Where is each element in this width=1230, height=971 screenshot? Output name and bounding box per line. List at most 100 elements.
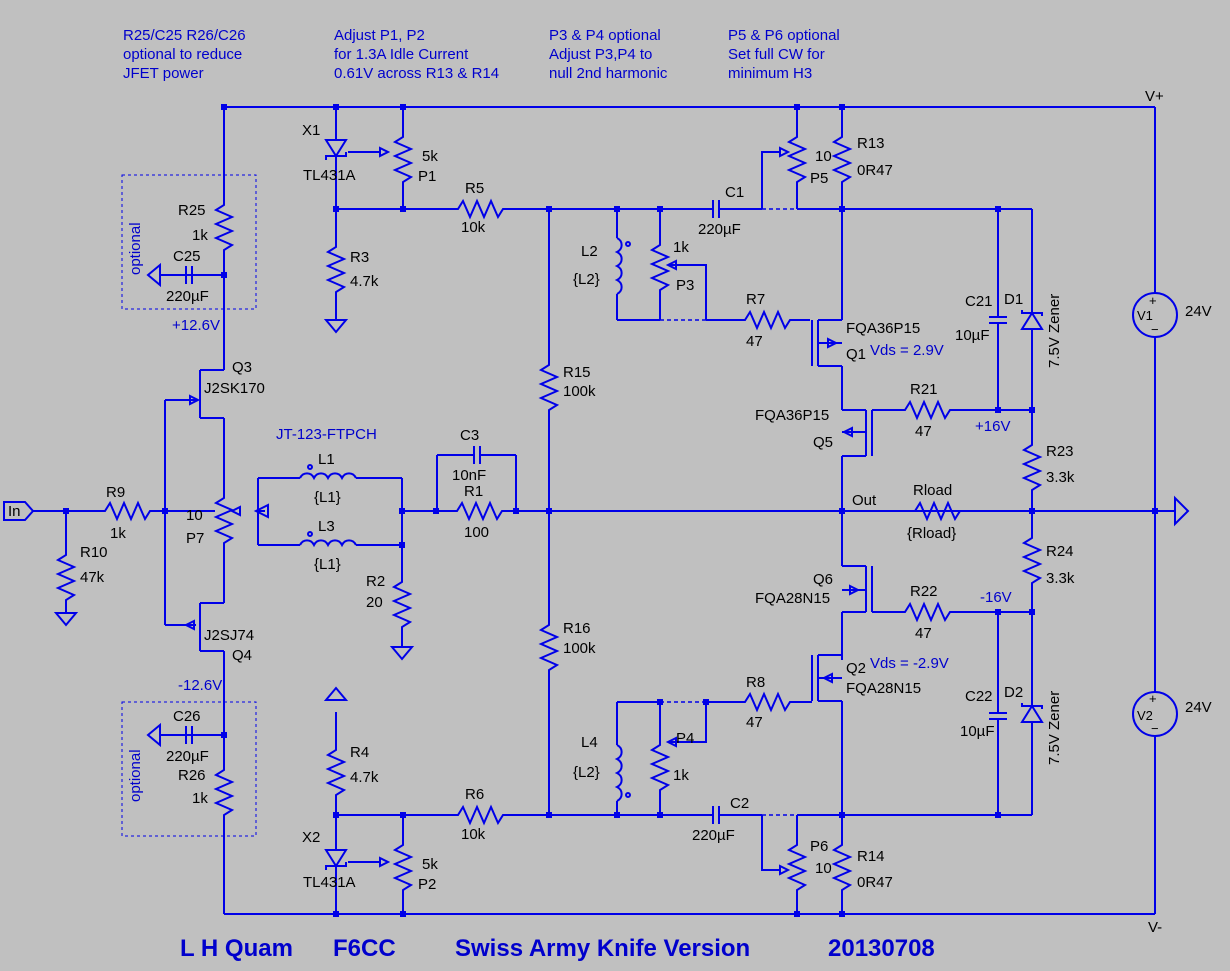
mosfet-q1: FQA36P15 Q1	[811, 209, 920, 395]
resistor-r25: R25 1k	[178, 107, 233, 275]
minus16-label: -16V	[980, 589, 1012, 606]
svg-text:L3: L3	[318, 518, 335, 535]
junction-dots	[63, 104, 1158, 917]
resistor-r4: R4 4.7k	[325, 687, 379, 815]
potentiometer-p6: P6 10	[761, 815, 832, 914]
note-p5-p6: P5 & P6 optional Set full CW for minimum…	[728, 27, 840, 82]
svg-text:V1: V1	[1137, 308, 1153, 323]
svg-text:{L2}: {L2}	[573, 764, 600, 781]
potentiometer-p7: 10 P7	[186, 487, 241, 549]
svg-text:24V: 24V	[1185, 699, 1212, 716]
resistor-r16: R16 100k	[540, 511, 596, 815]
svg-text:47: 47	[915, 625, 932, 642]
svg-text:Swiss Army Knife Version: Swiss Army Knife Version	[455, 935, 750, 962]
svg-text:V-: V-	[1148, 919, 1162, 936]
resistor-r5: R5 10k	[447, 180, 509, 236]
resistor-r13: R13 0R47	[833, 107, 893, 209]
svg-text:L1: L1	[318, 451, 335, 468]
resistor-r9: R9 1k	[94, 484, 165, 542]
potentiometer-p3: 1k P3	[651, 209, 707, 320]
resistor-r21: R21 47	[894, 381, 1032, 440]
svg-text:−: −	[1151, 322, 1159, 337]
potentiometer-p2: 5k P2	[394, 815, 438, 914]
svg-text:P2: P2	[418, 876, 436, 893]
svg-text:Q4: Q4	[232, 647, 252, 664]
svg-text:L2: L2	[581, 243, 598, 260]
svg-text:4.7k: 4.7k	[350, 769, 379, 786]
svg-text:L4: L4	[581, 734, 598, 751]
capacitor-c1: C1 220µF	[698, 184, 762, 238]
svg-text:Q6: Q6	[813, 571, 833, 588]
svg-text:220µF: 220µF	[692, 827, 735, 844]
svg-text:P3: P3	[676, 277, 694, 294]
note-p3-p4: P3 & P4 optional Adjust P3,P4 to null 2n…	[549, 27, 668, 82]
jfet-bot-voltage: -12.6V	[178, 677, 222, 694]
svg-text:R16: R16	[563, 620, 591, 637]
svg-text:R1: R1	[464, 483, 483, 500]
resistor-r1: R1 100	[446, 483, 516, 541]
svg-text:P3 & P4 optional: P3 & P4 optional	[549, 27, 661, 44]
svg-text:C2: C2	[730, 795, 749, 812]
out-node-label: Out	[852, 492, 877, 509]
capacitor-c3: C3 10nF	[437, 427, 516, 484]
svg-text:100k: 100k	[563, 383, 596, 400]
svg-text:100: 100	[464, 524, 489, 541]
svg-text:3.3k: 3.3k	[1046, 469, 1075, 486]
svg-text:X1: X1	[302, 122, 320, 139]
svg-text:1k: 1k	[673, 767, 689, 784]
svg-text:FQA28N15: FQA28N15	[755, 590, 830, 607]
svg-text:1k: 1k	[673, 239, 689, 256]
svg-text:P4: P4	[676, 730, 694, 747]
resistor-r8: R8 47	[734, 674, 812, 731]
svg-text:7.5V Zener: 7.5V Zener	[1046, 691, 1063, 765]
svg-text:R5: R5	[465, 180, 484, 197]
voltage-source-v2: + − 24V V2	[1132, 691, 1212, 737]
svg-text:220µF: 220µF	[166, 288, 209, 305]
svg-text:F6CC: F6CC	[333, 935, 396, 962]
svg-text:47: 47	[746, 714, 763, 731]
note-idle-current: Adjust P1, P2 for 1.3A Idle Current 0.61…	[334, 27, 499, 82]
svg-text:Q5: Q5	[813, 434, 833, 451]
svg-text:{L2}: {L2}	[573, 271, 600, 288]
svg-text:R26: R26	[178, 767, 206, 784]
plus16-label: +16V	[975, 418, 1010, 435]
inductor-l2: L2 {L2}	[573, 209, 631, 320]
svg-text:20: 20	[366, 594, 383, 611]
vminus-rail: V-	[224, 737, 1162, 936]
svg-text:5k: 5k	[422, 148, 438, 165]
output-port	[1174, 495, 1190, 527]
resistor-r23: R23 3.3k	[1023, 434, 1075, 511]
svg-text:1k: 1k	[192, 227, 208, 244]
resistor-r7: R7 47	[734, 291, 810, 350]
svg-text:47k: 47k	[80, 569, 105, 586]
resistor-r14: R14 0R47	[833, 815, 893, 914]
svg-text:C22: C22	[965, 688, 993, 705]
svg-text:R14: R14	[857, 848, 885, 865]
svg-text:10nF: 10nF	[452, 467, 486, 484]
zener-d1: D1 7.5V Zener	[1004, 209, 1063, 440]
svg-text:D2: D2	[1004, 684, 1023, 701]
svg-text:R25/C25 R26/C26: R25/C25 R26/C26	[123, 27, 246, 44]
note-jfet-optional: R25/C25 R26/C26 optional to reduce JFET …	[123, 27, 246, 82]
svg-text:R21: R21	[910, 381, 938, 398]
inductor-l3: L3 {L1}	[299, 518, 402, 573]
svg-text:V+: V+	[1145, 88, 1164, 105]
svg-text:7.5V Zener: 7.5V Zener	[1046, 294, 1063, 368]
resistor-rload: Rload {Rload}	[904, 482, 966, 542]
voltage-source-v1: + − 24V V1	[1132, 292, 1212, 692]
shunt-regulator-x2: X2 TL431A	[302, 815, 391, 914]
svg-text:optional: optional	[127, 749, 144, 802]
svg-text:R22: R22	[910, 583, 938, 600]
svg-text:4.7k: 4.7k	[350, 273, 379, 290]
svg-text:null 2nd harmonic: null 2nd harmonic	[549, 65, 668, 82]
svg-text:J2SJ74: J2SJ74	[204, 627, 254, 644]
svg-text:R4: R4	[350, 744, 369, 761]
svg-text:10k: 10k	[461, 826, 486, 843]
svg-text:FQA28N15: FQA28N15	[846, 680, 921, 697]
svg-text:C1: C1	[725, 184, 744, 201]
svg-text:P5 & P6 optional: P5 & P6 optional	[728, 27, 840, 44]
svg-text:3.3k: 3.3k	[1046, 570, 1075, 587]
svg-text:L H Quam: L H Quam	[180, 935, 293, 962]
svg-text:10k: 10k	[461, 219, 486, 236]
